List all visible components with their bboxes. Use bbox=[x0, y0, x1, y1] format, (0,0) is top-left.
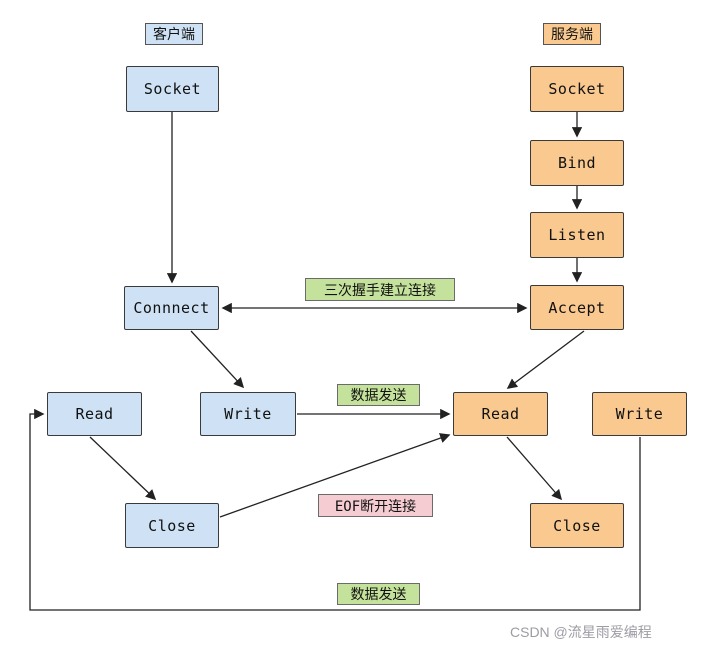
node-label: Bind bbox=[557, 154, 597, 172]
edge-label-data-send-top: 数据发送 bbox=[337, 384, 420, 406]
node-server-write: Write bbox=[592, 392, 687, 436]
node-server-socket: Socket bbox=[530, 66, 624, 112]
client-title-text: 客户端 bbox=[153, 27, 195, 43]
node-server-accept: Accept bbox=[530, 285, 624, 330]
edge-label-text: EOF断开连接 bbox=[334, 498, 417, 515]
edge-label-text: 三次握手建立连接 bbox=[324, 282, 436, 299]
edge-label-eof-disconnect: EOF断开连接 bbox=[318, 494, 433, 517]
node-label: Read bbox=[75, 405, 114, 423]
node-label: Accept bbox=[548, 298, 606, 317]
node-label: Write bbox=[615, 405, 664, 423]
server-title-badge: 服务端 bbox=[543, 23, 601, 45]
node-label: Close bbox=[148, 516, 196, 535]
node-server-close: Close bbox=[530, 503, 624, 548]
node-label: Listen bbox=[548, 226, 606, 244]
node-label: Socket bbox=[548, 80, 606, 98]
server-title-text: 服务端 bbox=[551, 27, 593, 43]
node-client-socket: Socket bbox=[126, 66, 219, 112]
node-client-write: Write bbox=[200, 392, 296, 436]
edge-label-data-send-bottom: 数据发送 bbox=[337, 583, 420, 605]
node-label: Close bbox=[553, 516, 601, 535]
node-server-bind: Bind bbox=[530, 140, 624, 186]
node-client-read: Read bbox=[47, 392, 142, 436]
edge-label-text: 数据发送 bbox=[350, 587, 407, 603]
watermark-text: CSDN @流星雨爱编程 bbox=[510, 624, 652, 640]
node-label: Socket bbox=[143, 80, 202, 98]
node-server-listen: Listen bbox=[530, 212, 624, 258]
node-label: Connnect bbox=[133, 299, 210, 317]
node-label: Read bbox=[481, 405, 520, 423]
edge-label-handshake: 三次握手建立连接 bbox=[305, 278, 455, 301]
node-client-close: Close bbox=[125, 503, 219, 548]
node-label: Write bbox=[224, 405, 272, 423]
edge-label-text: 数据发送 bbox=[350, 388, 407, 404]
node-client-connect: Connnect bbox=[124, 286, 219, 330]
node-server-read: Read bbox=[453, 392, 548, 436]
client-title-badge: 客户端 bbox=[145, 23, 203, 45]
